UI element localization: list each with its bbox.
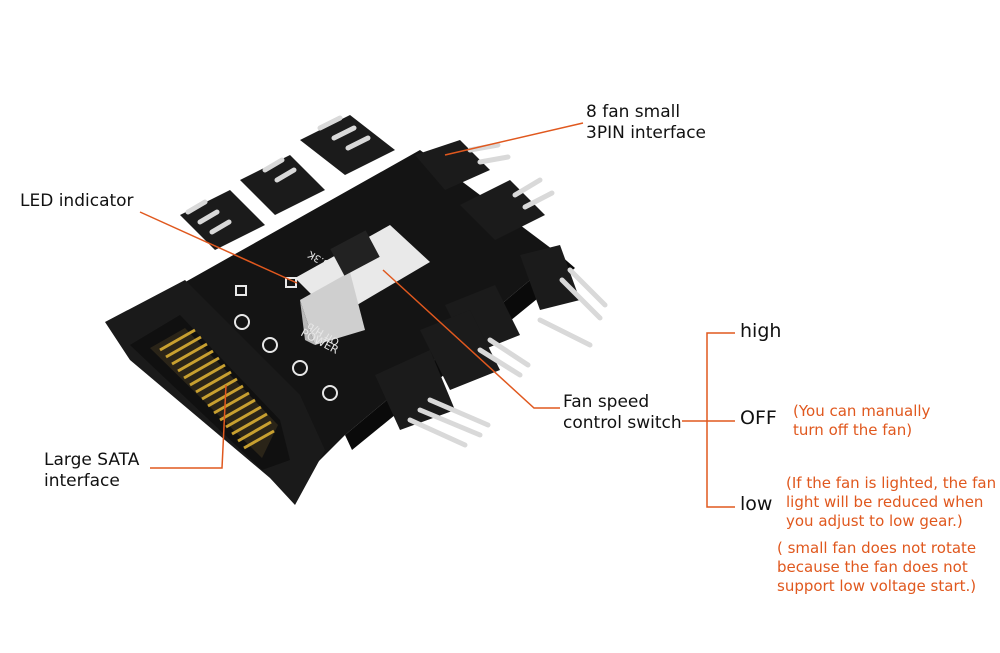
off-note-line2: turn off the fan): [793, 421, 913, 439]
switch-label: Fan speed control switch: [563, 392, 682, 434]
leader-led-indicator: [139, 211, 298, 284]
led-indicator-label: LED indicator: [20, 191, 134, 211]
fan-interface-label-line2: 3PIN interface: [586, 123, 707, 143]
mode-high: high: [740, 320, 782, 342]
low-warning-note: ( small fan does not rotate because the …: [777, 539, 976, 596]
off-note-line1: (You can manually: [793, 402, 931, 420]
switch-label-line1: Fan speed: [563, 392, 650, 412]
low-note-line1: (If the fan is lighted, the fan: [786, 474, 997, 492]
low-warning-line3: support low voltage start.): [777, 577, 977, 595]
fan-interface-label-line1: 8 fan small: [586, 102, 681, 122]
bracket-modes: [706, 332, 735, 508]
off-note: (You can manually turn off the fan): [793, 402, 930, 440]
switch-label-line2: control switch: [563, 413, 682, 433]
low-note: (If the fan is lighted, the fan light wi…: [786, 474, 996, 531]
low-note-line3: you adjust to low gear.): [786, 512, 963, 530]
mode-low: low: [740, 493, 773, 515]
low-warning-line1: ( small fan does not rotate: [777, 539, 977, 557]
sata-label-line2: interface: [44, 471, 120, 491]
fan-interface-label: 8 fan small 3PIN interface: [586, 102, 706, 144]
speed-switch: [295, 225, 430, 345]
sata-interface-label: Large SATA interface: [44, 450, 139, 492]
low-note-line2: light will be reduced when: [786, 493, 984, 511]
leader-fan-interface: [444, 122, 584, 156]
leader-sata: [150, 384, 227, 469]
sata-connector: [105, 280, 325, 505]
sata-label-line1: Large SATA: [44, 450, 140, 470]
low-warning-line2: because the fan does not: [777, 558, 968, 576]
mode-off: OFF: [740, 407, 777, 429]
leader-switch: [382, 269, 560, 409]
